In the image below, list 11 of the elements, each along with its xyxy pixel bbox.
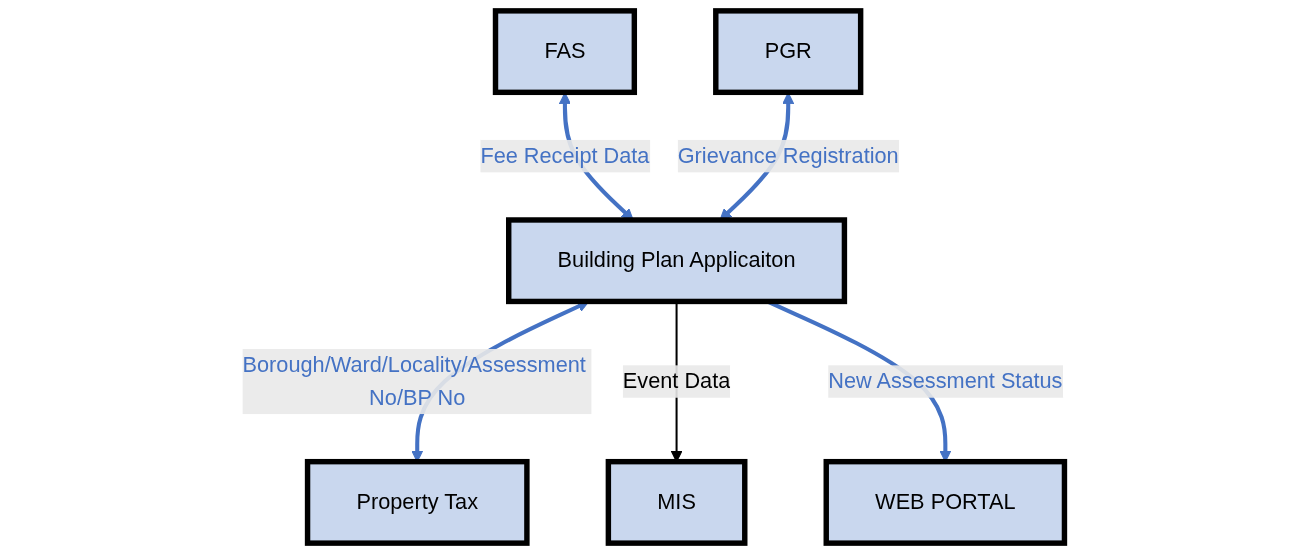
node-box: WEB PORTAL	[823, 458, 1068, 546]
node-box: Property Tax	[304, 458, 530, 546]
node-box: PGR	[713, 8, 864, 96]
edge-label: Grievance Registration	[677, 143, 899, 168]
node-box: MIS	[605, 458, 748, 546]
edge-label: Borough/Ward/Locality/Assessment No/BP No	[242, 353, 586, 409]
edge-label: New Assessment Status	[828, 369, 1063, 393]
edge-label: Fee Receipt Data	[480, 143, 650, 168]
node-box: Building Plan Applicaiton	[506, 217, 848, 305]
node-box: FAS	[492, 8, 638, 96]
edge-label: Event Data	[622, 369, 731, 393]
